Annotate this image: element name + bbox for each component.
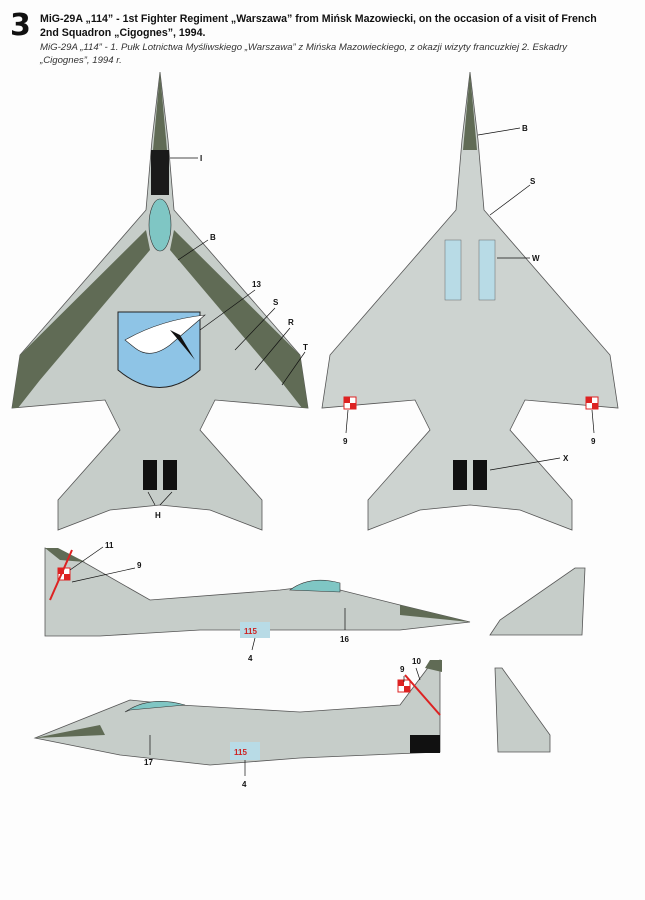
tail-number-right: 115 (234, 748, 247, 757)
fin-detail-1 (489, 567, 586, 636)
callout-label: 9 (137, 561, 142, 570)
callout-label: 11 (105, 541, 114, 550)
callout-label: B (522, 124, 528, 133)
callout-label: 4 (242, 780, 247, 789)
top-view (11, 71, 309, 531)
roundel-left (343, 396, 357, 410)
right-side-view: 115 (33, 659, 442, 766)
callout-label: 9 (343, 437, 348, 446)
tail-number-left: 115 (244, 627, 257, 636)
callout-label: S (530, 177, 536, 186)
roundel-right (585, 396, 599, 410)
left-side-view: 115 (44, 547, 471, 638)
callout-label: 13 (252, 280, 261, 289)
callout-label: T (303, 343, 308, 352)
callouts: I B 13 S R T H B S W 9 9 X 11 9 16 4 10 … (69, 124, 596, 789)
callout-label: X (563, 454, 569, 463)
title-polish: MiG-29A „114” - 1. Pułk Lotnictwa Myśliw… (40, 42, 568, 66)
callout-label: B (210, 233, 216, 242)
plate-number: 3 (10, 8, 31, 43)
callout-label: H (155, 511, 161, 520)
callout-label: 4 (248, 654, 253, 663)
callout-label: S (273, 298, 279, 307)
callout-label: 17 (144, 758, 153, 767)
callout-label: 9 (591, 437, 596, 446)
callout-label: W (532, 254, 540, 263)
title-english: MiG-29A „114” - 1st Fighter Regiment „Wa… (40, 13, 597, 39)
callout-label: R (288, 318, 294, 327)
callout-label: 9 (400, 665, 405, 674)
callout-label: I (200, 154, 202, 163)
bottom-view (321, 71, 619, 531)
callout-label: 16 (340, 635, 349, 644)
callout-label: 10 (412, 657, 421, 666)
fin-detail-2 (494, 667, 551, 753)
